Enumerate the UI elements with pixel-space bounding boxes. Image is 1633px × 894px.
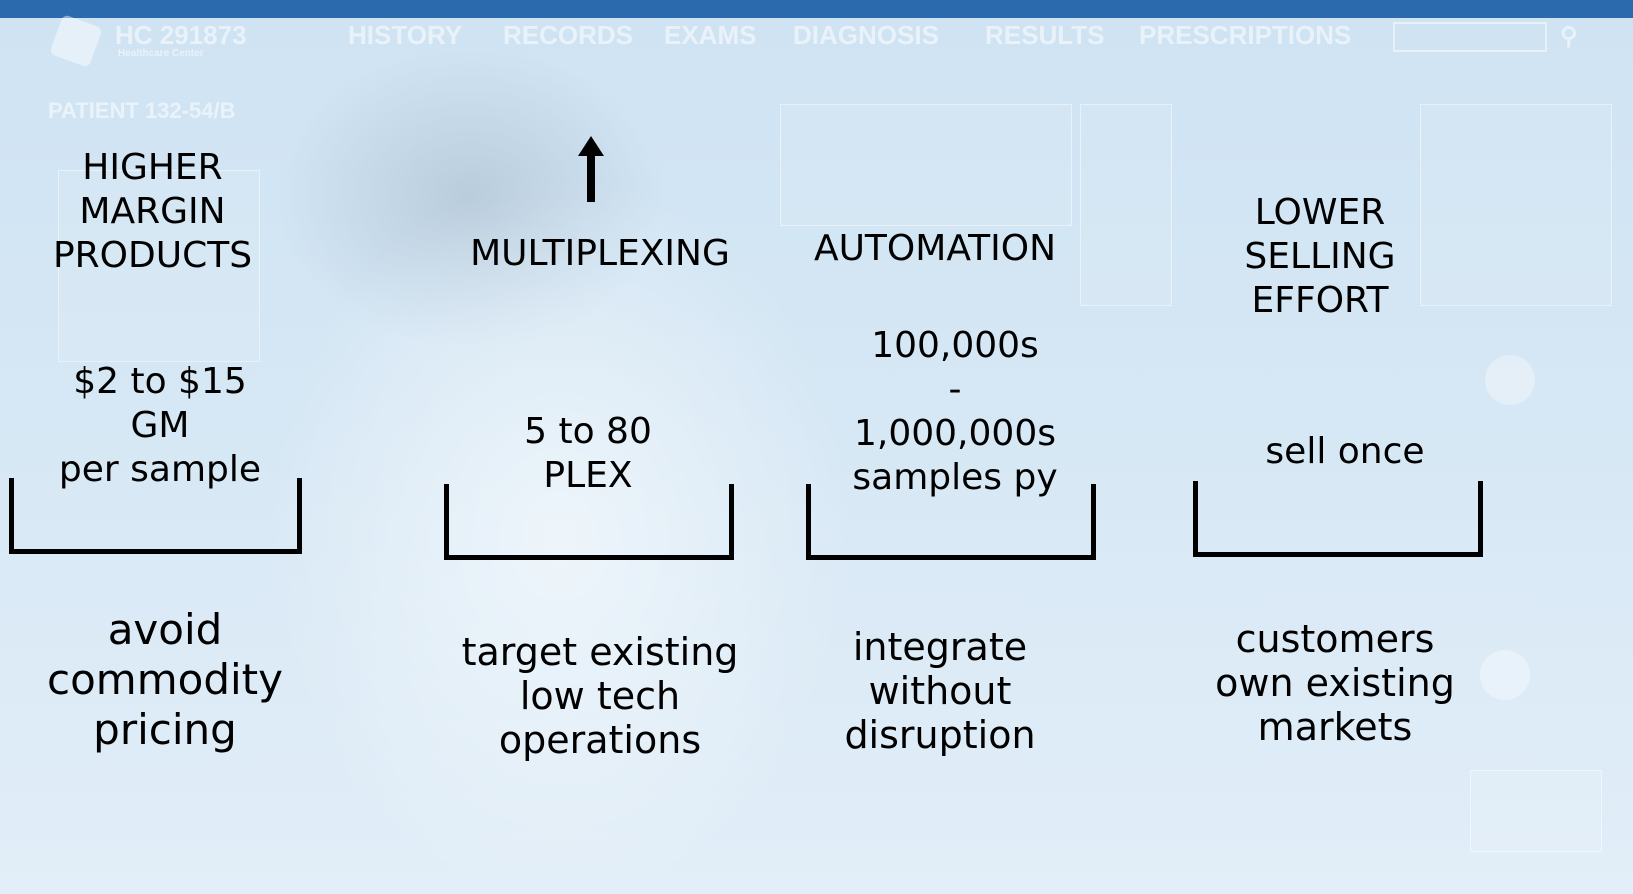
- ghost-blood-panel: [780, 104, 1072, 226]
- ghost-nav-records: RECORDS: [503, 20, 634, 50]
- column-3-footer: integrate without disruption: [844, 625, 1036, 757]
- ghost-body-node: [1480, 650, 1530, 700]
- column-3-header: AUTOMATION: [813, 228, 1057, 269]
- column-2-bracket: [444, 484, 734, 560]
- arrow-up-icon: [578, 136, 604, 202]
- ghost-nav-history: HISTORY: [348, 20, 463, 50]
- top-bar: [0, 0, 1633, 18]
- column-2-value: 5 to 80 PLEX: [524, 411, 652, 496]
- ghost-prescription-panel: [1420, 104, 1612, 306]
- ghost-chart-panel: [1470, 770, 1602, 852]
- ghost-nav-exams: EXAMS: [664, 20, 757, 50]
- column-1-value: $2 to $15 GM per sample: [58, 361, 262, 490]
- column-2-header: MULTIPLEXING: [470, 233, 730, 274]
- ghost-logo-text: HC 291873: [115, 20, 247, 50]
- column-4-footer: customers own existing markets: [1215, 617, 1455, 749]
- ghost-search-box: [1393, 22, 1547, 52]
- ghost-photo-panel: [58, 170, 260, 362]
- column-1-header: HIGHER MARGIN PRODUCTS: [52, 147, 253, 276]
- ghost-nav-prescriptions: PRESCRIPTIONS: [1139, 20, 1352, 50]
- ghost-nav-diagnosis: DIAGNOSIS: [793, 20, 939, 50]
- ghost-nav-results: RESULTS: [985, 20, 1105, 50]
- column-1-footer: avoid commodity pricing: [47, 605, 283, 754]
- ghost-patient-id: PATIENT 132-54/B: [48, 98, 236, 123]
- ghost-body-head: [1485, 355, 1535, 405]
- column-4-header: LOWER SELLING EFFORT: [1244, 192, 1396, 321]
- column-4-value: sell once: [1265, 431, 1425, 472]
- column-3-value: 100,000s - 1,000,000s samples py: [852, 325, 1058, 498]
- column-1-bracket: [9, 478, 302, 554]
- column-3-bracket: [806, 484, 1096, 560]
- ghost-nav: HC 291873 HISTORY RECORDS EXAMS DIAGNOSI…: [0, 14, 1633, 68]
- ghost-logo-sub: Healthcare Center: [118, 48, 204, 59]
- search-icon: ⚲: [1560, 23, 1578, 50]
- column-4-bracket: [1193, 481, 1483, 557]
- ghost-date-panel: [1080, 104, 1172, 306]
- column-2-footer: target existing low tech operations: [461, 630, 739, 762]
- background-image: [0, 18, 1633, 894]
